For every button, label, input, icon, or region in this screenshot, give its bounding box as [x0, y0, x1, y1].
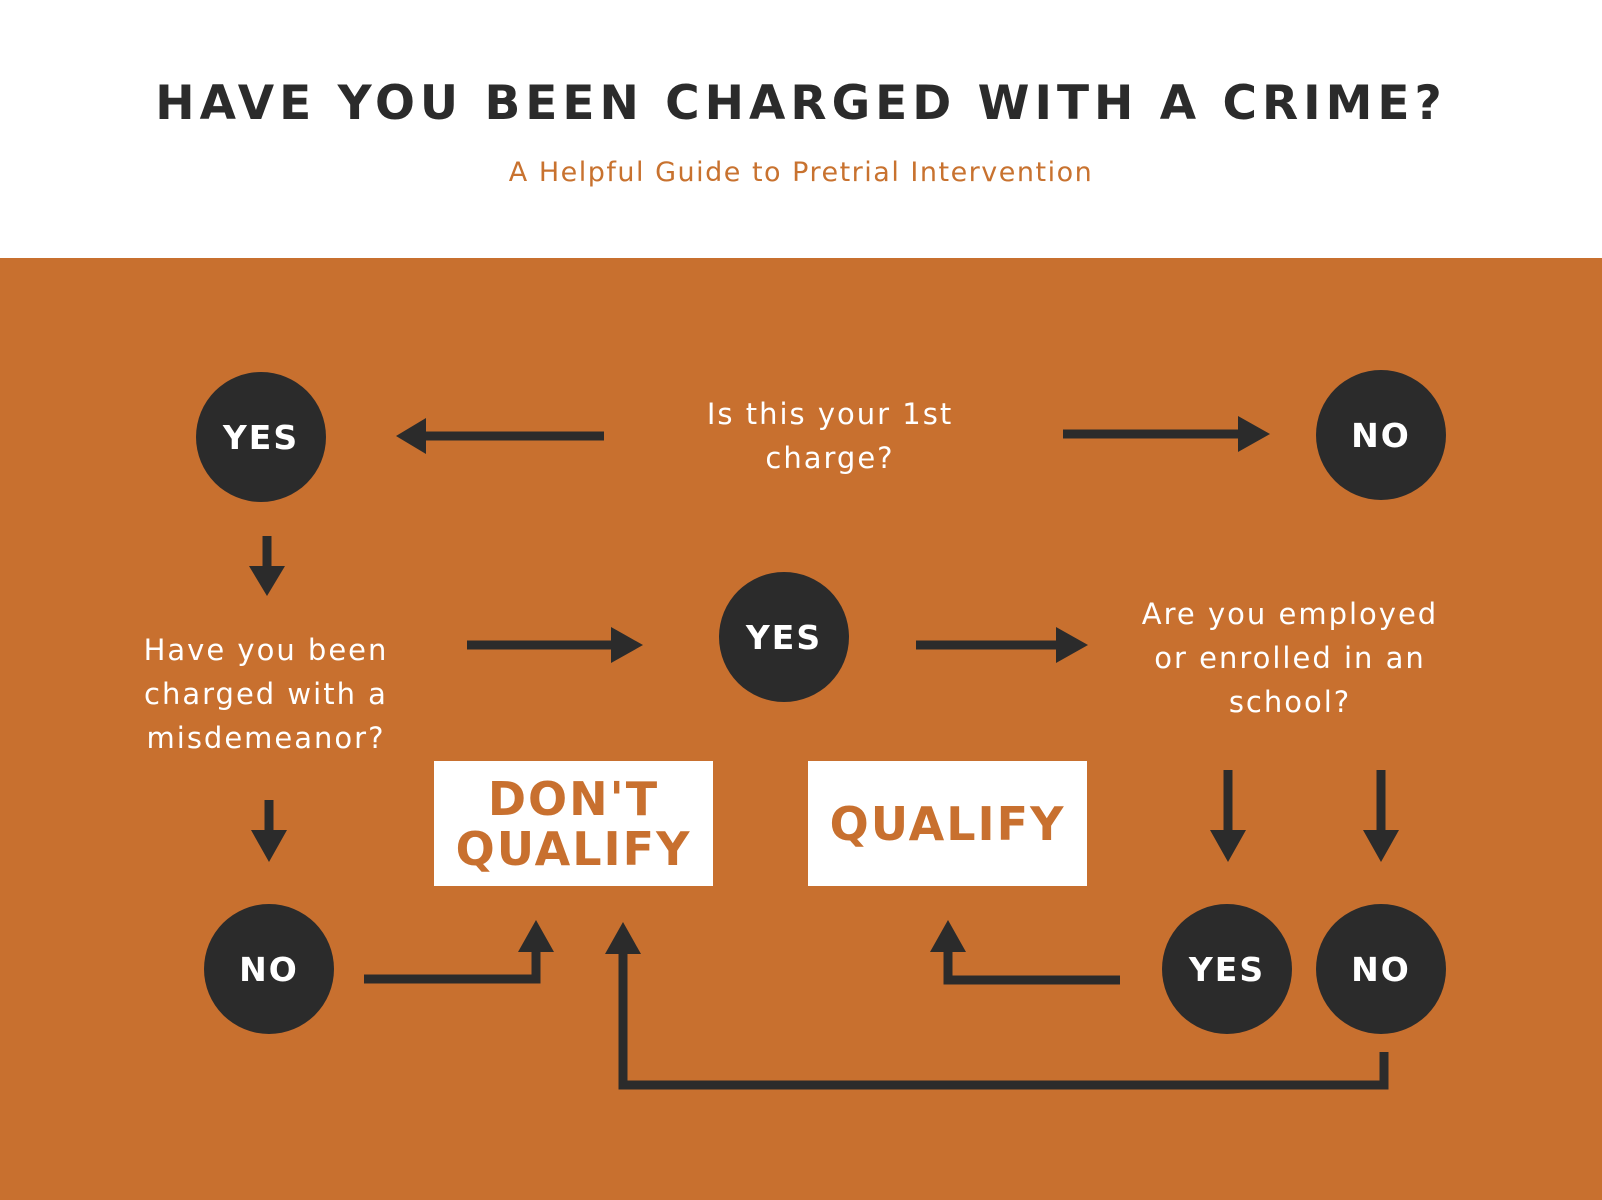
answer-yes-misdemeanor: YES: [719, 572, 849, 702]
arrowhead-q1-no: [1238, 416, 1270, 452]
arrow-no-to-dont-qualify-long: [618, 948, 1389, 1090]
question-first-charge: Is this your 1st charge?: [706, 397, 954, 475]
result-qualify: QUALIFY: [808, 761, 1087, 886]
page-subtitle: A Helpful Guide to Pretrial Intervention: [508, 157, 1094, 188]
arrow-yes-to-qualify: [943, 948, 1120, 985]
arrowhead-yes-q3: [1056, 627, 1088, 663]
arrowhead-dont-qualify-1: [518, 920, 554, 952]
page-title: HAVE YOU BEEN CHARGED WITH A CRIME?: [155, 76, 1447, 131]
header: HAVE YOU BEEN CHARGED WITH A CRIME? A He…: [0, 0, 1602, 258]
arrowhead-yes-q2: [249, 566, 285, 596]
arrowhead-q3-yes: [1210, 830, 1246, 862]
question-misdemeanor: Have you been charged with a misdemeanor…: [143, 633, 389, 755]
arrowhead-dont-qualify-2: [605, 922, 641, 954]
arrow-no-to-dont-qualify: [364, 948, 541, 984]
answer-no-first-charge: NO: [1316, 370, 1446, 500]
result-dont-qualify: DON'T QUALIFY: [434, 761, 713, 886]
arrowhead-q2-no: [251, 830, 287, 862]
arrowhead-qualify: [930, 920, 966, 952]
question-employed-enrolled: Are you employed or enrolled in an schoo…: [1141, 597, 1439, 719]
arrowhead-q2-yes: [611, 627, 643, 663]
arrowhead-q1-yes: [396, 418, 426, 454]
answer-no-employed: NO: [1316, 904, 1446, 1034]
arrowhead-q3-no: [1363, 830, 1399, 862]
answer-yes-employed: YES: [1162, 904, 1292, 1034]
answer-no-misdemeanor: NO: [204, 904, 334, 1034]
answer-yes-first-charge: YES: [196, 372, 326, 502]
